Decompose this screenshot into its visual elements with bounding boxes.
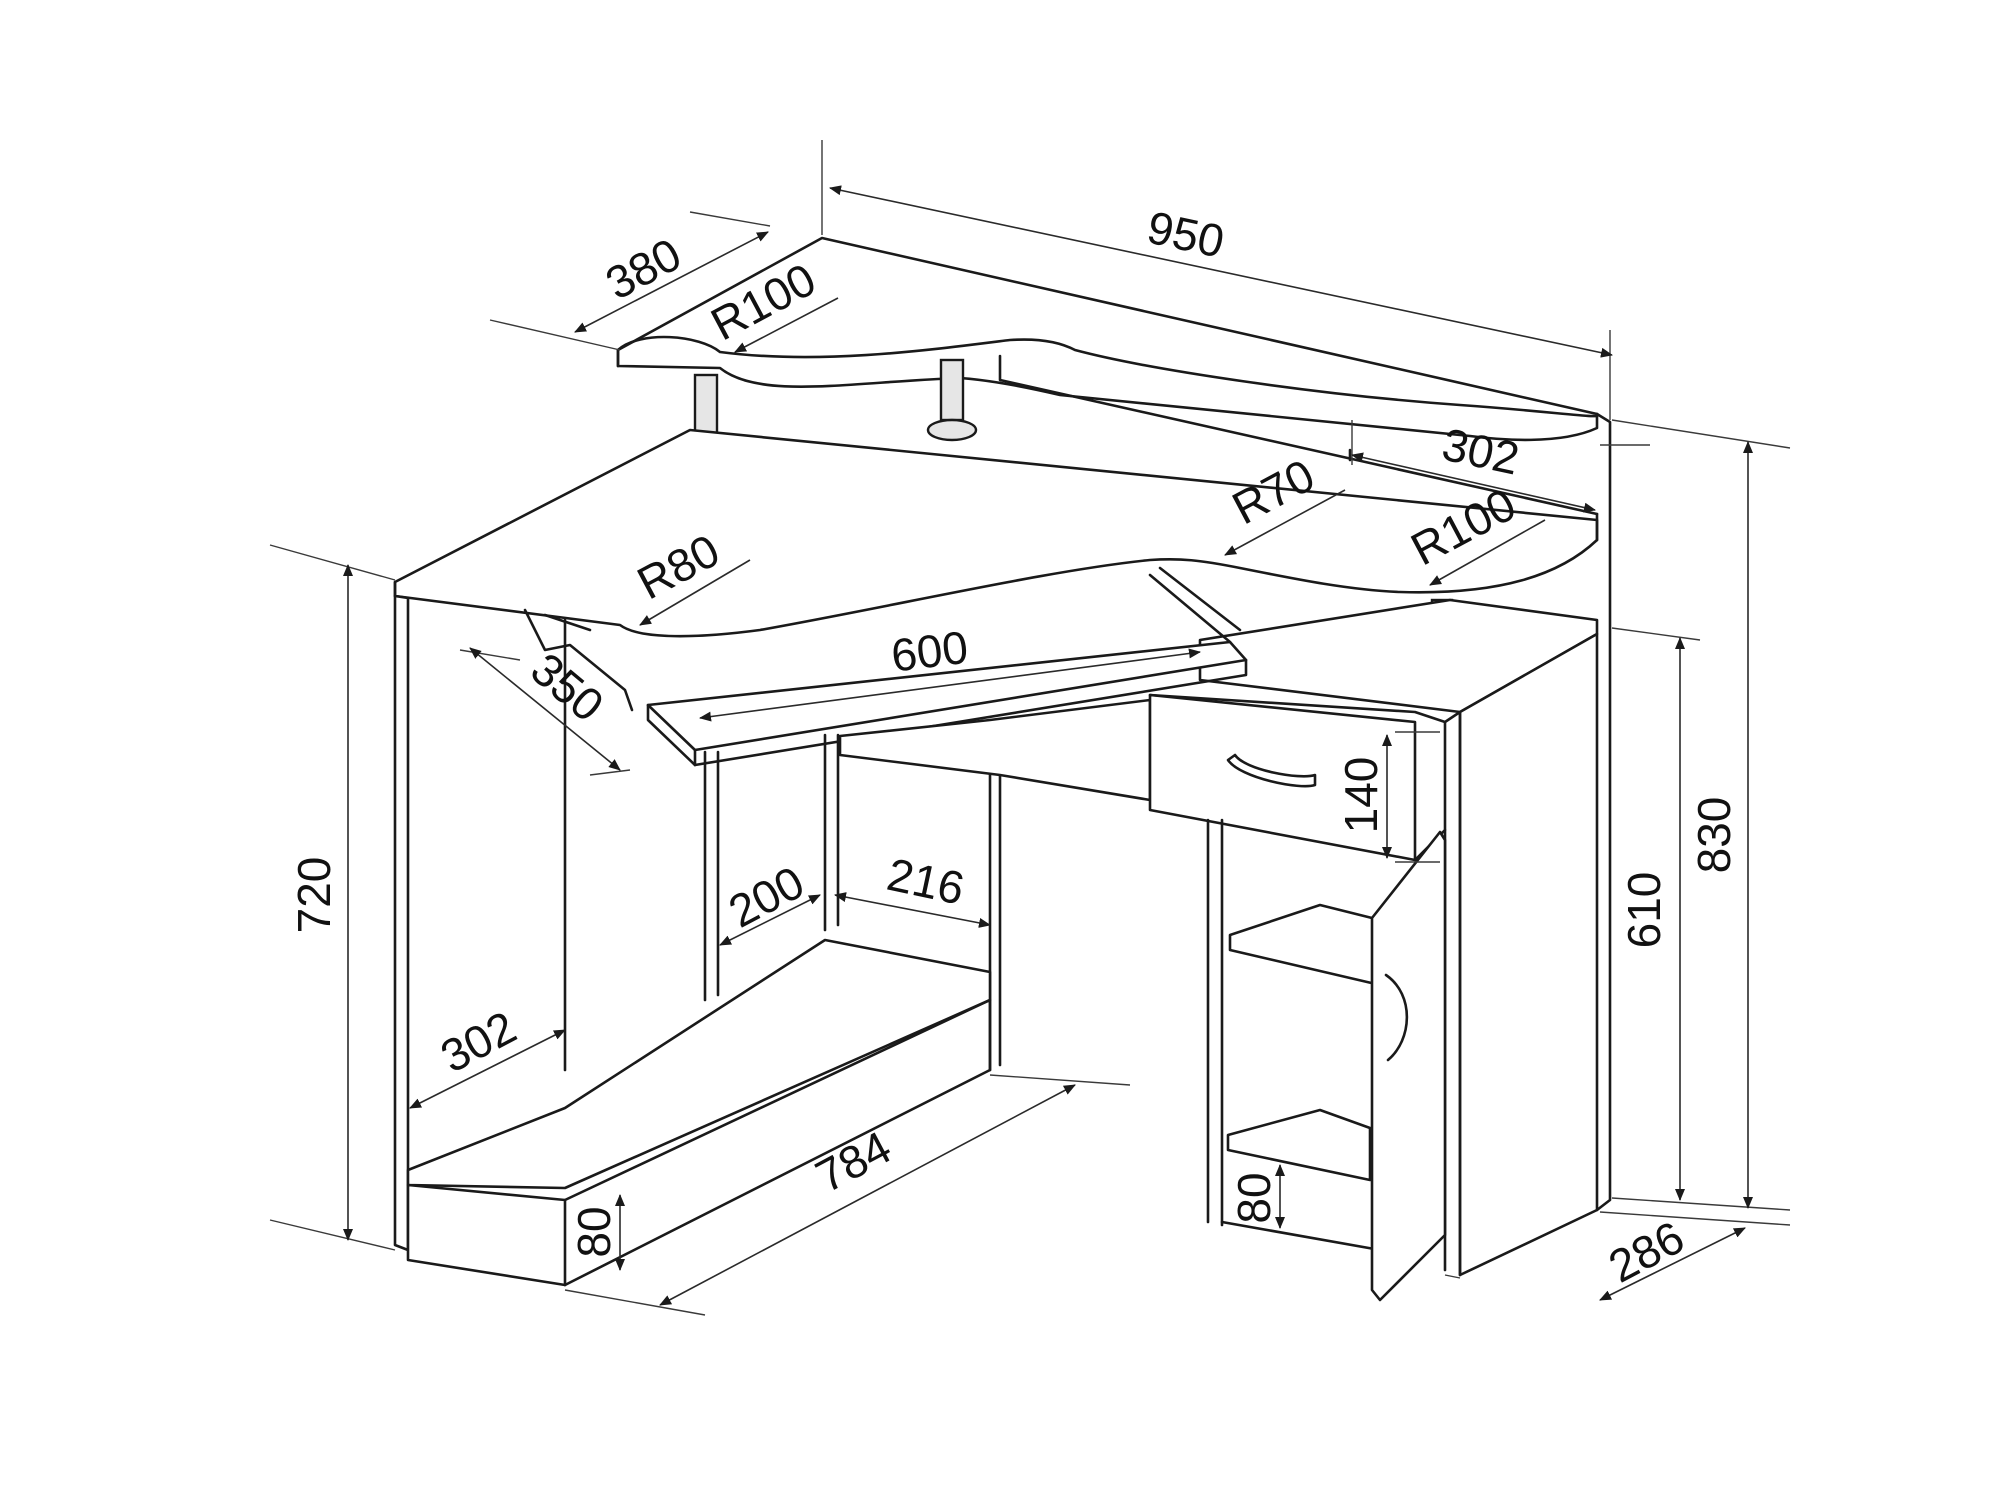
- dim-600: 600: [888, 621, 971, 682]
- dim-610: 610: [1618, 872, 1670, 949]
- dim-286: 286: [1600, 1211, 1692, 1293]
- door-handle[interactable]: [1384, 973, 1409, 1062]
- drawer-handle[interactable]: [1226, 753, 1317, 788]
- dimension-lines: [269, 140, 1791, 1316]
- cabinet-shelf-upper: [1228, 903, 1382, 987]
- cabinet-shelf-lower: [1226, 1108, 1372, 1182]
- dim-200: 200: [720, 856, 812, 938]
- dim-380: 380: [597, 228, 689, 310]
- desk-outline: [393, 236, 1612, 1302]
- tray-bracket-right: [1148, 566, 1242, 644]
- dim-720: 720: [288, 857, 340, 934]
- cabinet-body: [1458, 632, 1599, 1277]
- cabinet-door[interactable]: [1370, 830, 1447, 1302]
- dim-r100-shelf: R100: [702, 253, 824, 351]
- footrest-top: [406, 938, 992, 1190]
- right-back-panel: [1595, 412, 1612, 1212]
- dim-216: 216: [883, 848, 969, 915]
- dim-80-right: 80: [1228, 1172, 1280, 1223]
- dim-784: 784: [807, 1121, 899, 1203]
- left-side-panel: [393, 594, 410, 1252]
- dim-80-left: 80: [568, 1206, 620, 1257]
- tray-bracket-left: [523, 608, 634, 712]
- dim-350: 350: [521, 642, 613, 731]
- dim-140: 140: [1335, 757, 1387, 834]
- main-desktop: [393, 428, 1599, 638]
- dim-302-footrest: 302: [432, 1001, 524, 1083]
- footrest-front: [406, 1183, 567, 1287]
- dim-830: 830: [1688, 797, 1740, 874]
